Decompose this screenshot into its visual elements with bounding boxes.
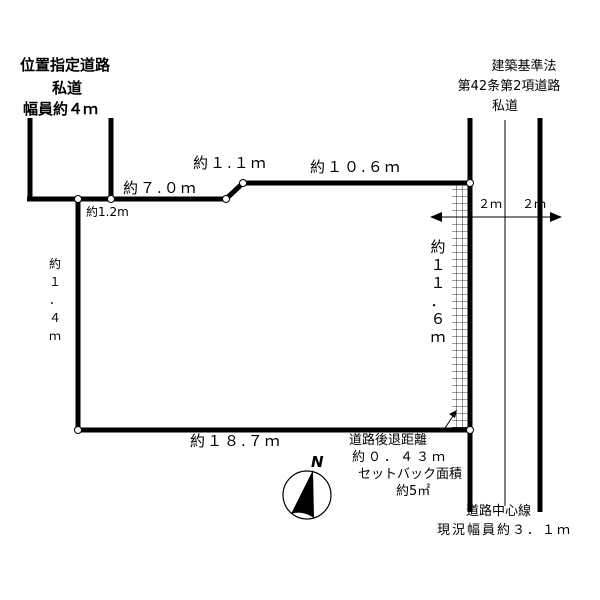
- corner-point: [239, 179, 247, 187]
- left-side-dimension: 約 １ ． ４ ｍ: [49, 256, 61, 343]
- dim-char: 約: [430, 238, 445, 256]
- corner-point: [222, 195, 230, 203]
- dim-char: １: [430, 274, 445, 292]
- segment-b-dimension: 約１.１ｍ: [193, 154, 268, 172]
- dim-char: ｍ: [49, 329, 61, 343]
- right-road-type: 第42条第2項道路: [458, 78, 561, 94]
- north-label: N: [311, 453, 324, 471]
- corner-point: [466, 179, 474, 187]
- corner-point: [74, 426, 82, 434]
- dim-char: ４: [49, 311, 61, 325]
- left-road-ownership: 私道: [51, 79, 82, 97]
- frontage-left-dimension: 約1.2m: [86, 204, 129, 219]
- dim-char: ｍ: [430, 328, 445, 346]
- current-width-label: 現況幅員約３．１ｍ: [437, 523, 572, 538]
- north-compass-icon: N: [282, 453, 332, 520]
- left-road-type: 位置指定道路: [20, 56, 111, 74]
- half-width-2: ２ｍ: [522, 197, 546, 211]
- corner-point: [466, 426, 474, 434]
- dim-char: 約: [49, 256, 61, 271]
- dim-char: １: [430, 256, 445, 274]
- segment-c-dimension: 約１０.６ｍ: [310, 158, 402, 176]
- setback-distance-label: 道路後退距離: [349, 432, 427, 448]
- dim-char: １: [49, 275, 61, 289]
- corner-point: [107, 195, 115, 203]
- setback-area-value: 約5㎡: [396, 484, 430, 499]
- dim-char: ．: [49, 293, 61, 307]
- arrow-head-left: [430, 212, 442, 222]
- centerline-label: 道路中心線: [466, 503, 531, 519]
- dim-char: ６: [430, 310, 445, 328]
- dim-char: ．: [430, 292, 445, 310]
- arrow-head-right: [550, 212, 562, 222]
- right-side-dimension: 約 １ １ ． ６ ｍ: [430, 238, 445, 346]
- bottom-dimension: 約１８.７ｍ: [190, 432, 282, 450]
- segment-a-dimension: 約７.０ｍ: [123, 179, 198, 197]
- corner-point: [74, 195, 82, 203]
- left-road-width: 幅員約４ｍ: [23, 100, 98, 118]
- lot-boundary: [27, 180, 470, 433]
- setback-area-label: セットバック面積: [358, 467, 462, 482]
- half-width-1: ２ｍ: [478, 197, 502, 211]
- right-road-law: 建築基準法: [491, 58, 556, 74]
- setback-hatch: [452, 185, 470, 429]
- leader-arrow-head: [449, 410, 457, 418]
- right-road-ownership: 私道: [492, 99, 518, 114]
- setback-distance-value: 約０．４３ｍ: [352, 450, 448, 465]
